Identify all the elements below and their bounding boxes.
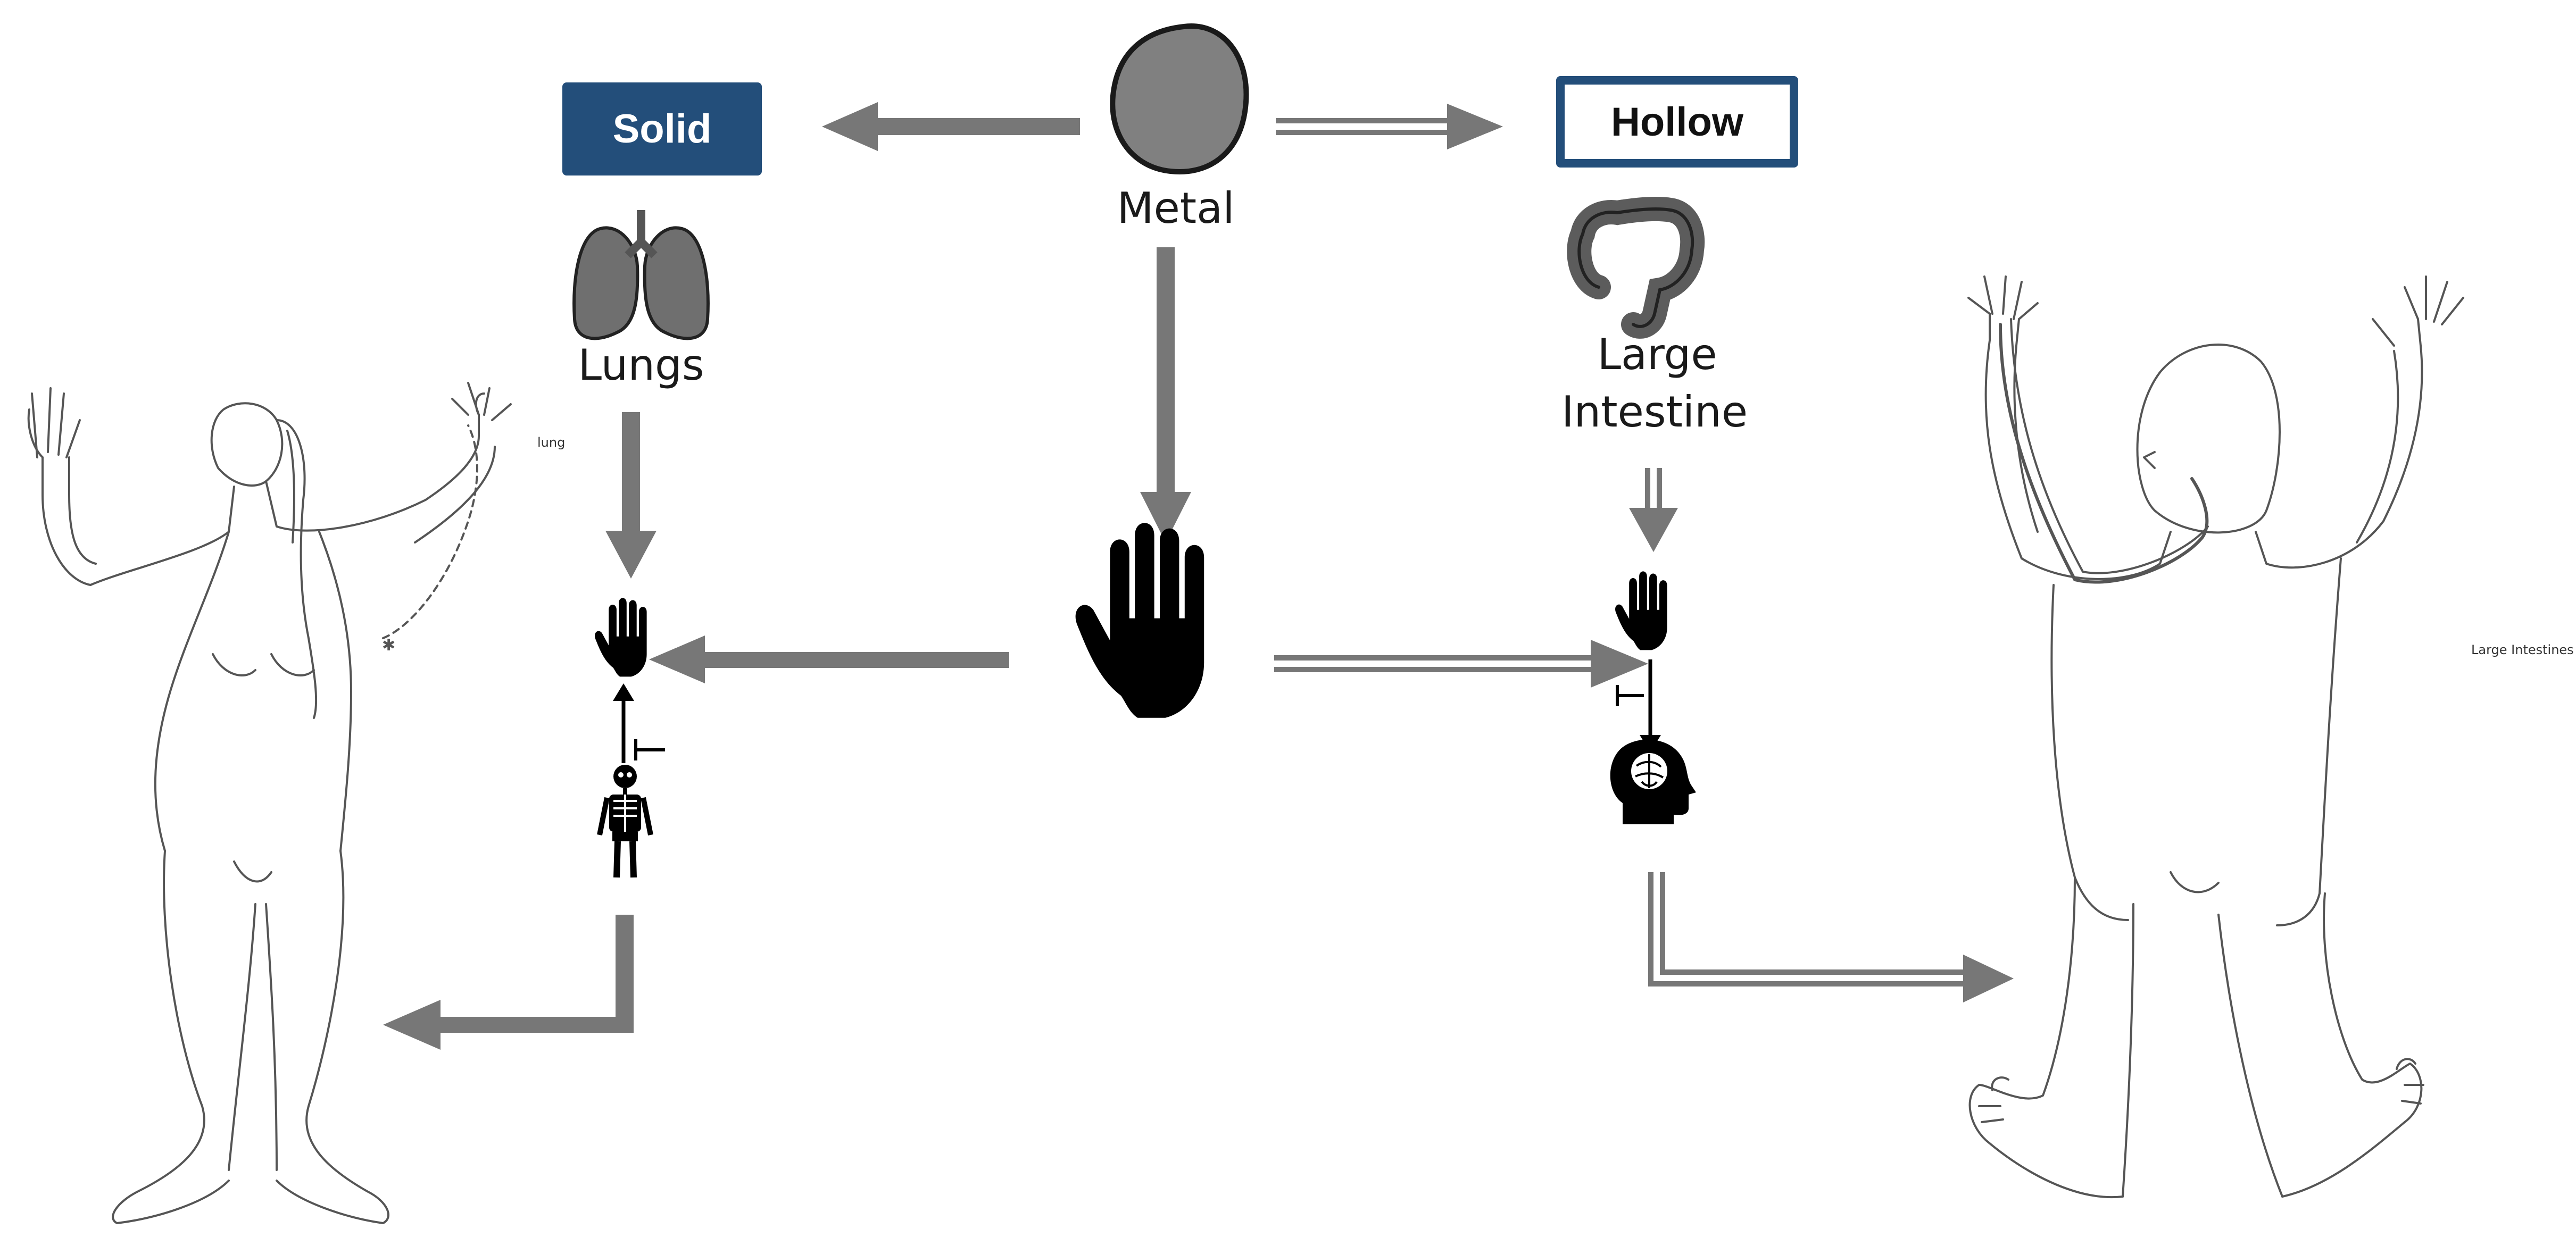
small-hand-icon-right [1615, 571, 1667, 650]
intestine-label: Intestine [1561, 387, 1748, 437]
arrow-hand-to-right [1274, 640, 1648, 688]
large-label: Large [1597, 330, 1717, 379]
solid-box: Solid [562, 82, 762, 175]
stone-icon [1110, 23, 1249, 174]
arrow-solid-to-left-figure [383, 915, 634, 1050]
lungs-icon [572, 210, 710, 340]
metal-label: Metal [1117, 183, 1235, 233]
small-hand-icon-left [595, 598, 647, 677]
arrow-metal-to-hand [1140, 247, 1191, 542]
right-figure-caption: Large Intestines [2471, 642, 2574, 657]
right-body-figure [1967, 275, 2464, 1199]
arrow-hand-to-left [649, 636, 1009, 683]
solid-label: Solid [612, 106, 712, 152]
head-brain-icon [1610, 739, 1696, 824]
hand-icon [1075, 523, 1204, 718]
left-figure-caption: lung [537, 435, 566, 450]
arrow-metal-to-solid [822, 102, 1080, 151]
large-intestine-icon [1567, 196, 1705, 339]
skeleton-icon [597, 765, 653, 878]
hollow-box: Hollow [1556, 76, 1798, 168]
left-body-figure [27, 382, 512, 1224]
hollow-label: Hollow [1610, 99, 1744, 145]
arrow-lungs-down [605, 412, 657, 579]
arrow-metal-to-hollow [1276, 104, 1503, 149]
arrow-hollow-to-right-figure [1648, 872, 2014, 1002]
up-arrow-skeleton-to-hand [613, 683, 665, 763]
meridian-start-asterisk: ✱ [382, 636, 395, 655]
arrow-intestine-down [1629, 468, 1678, 552]
lungs-label: Lungs [578, 340, 704, 390]
